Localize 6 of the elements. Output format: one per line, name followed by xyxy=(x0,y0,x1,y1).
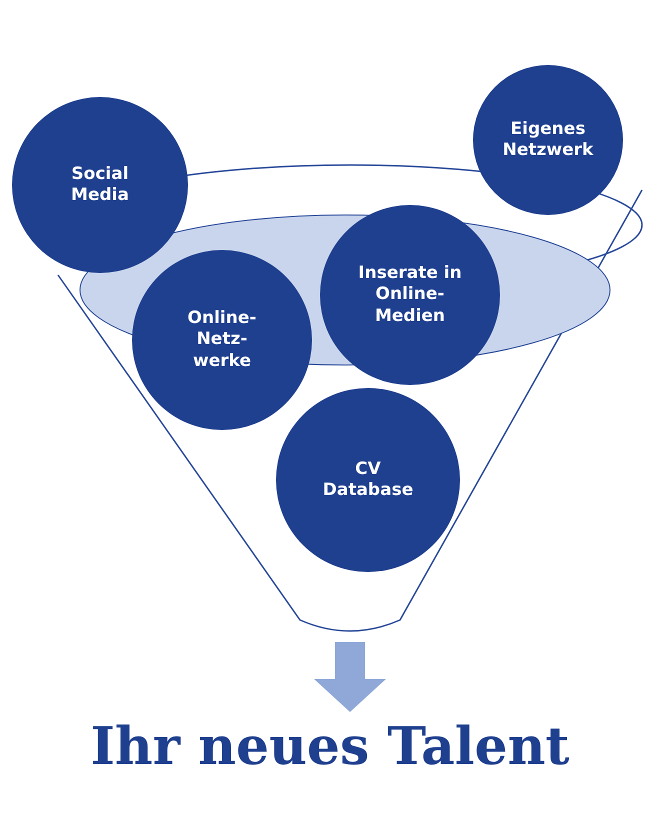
down-arrow xyxy=(314,642,386,712)
result-heading: Ihr neues Talent xyxy=(60,712,600,802)
category-circle: Eigenes Netzwerk xyxy=(473,65,623,215)
category-circle: Inserate in Online- Medien xyxy=(320,205,500,385)
category-circle: CV Database xyxy=(276,388,460,572)
category-circle: Social Media xyxy=(12,97,188,273)
